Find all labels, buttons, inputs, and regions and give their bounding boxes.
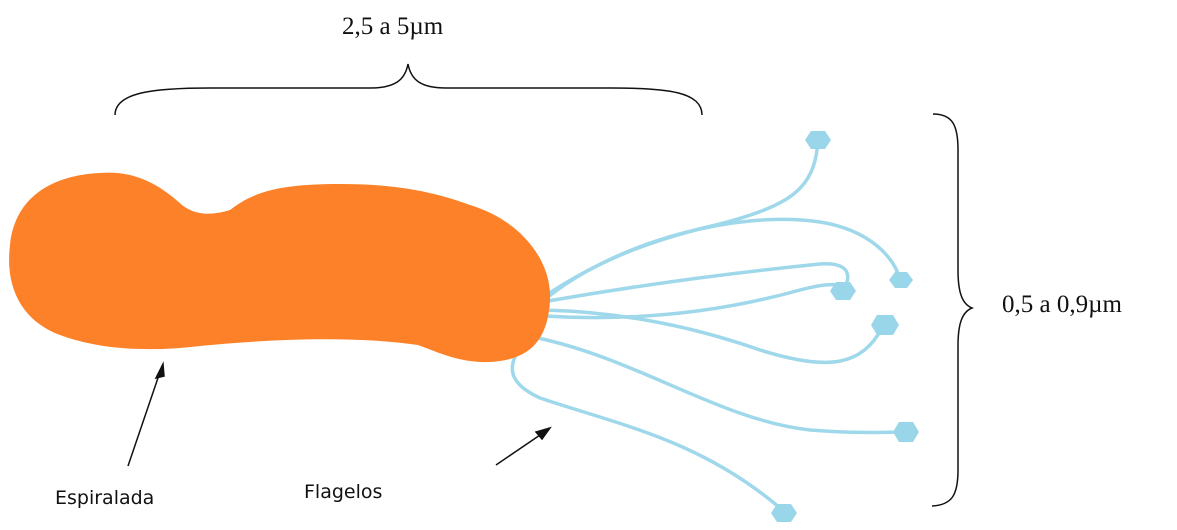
flagella-arrow-head — [536, 428, 550, 439]
length-label: 2,5 a 5µm — [342, 13, 443, 41]
flagella-arrow-line — [496, 433, 543, 465]
flagellum-tip-6 — [771, 504, 797, 522]
annotation-arrows — [128, 364, 550, 466]
flagellum-tip-4 — [871, 315, 899, 335]
body-shape-label: Espiralada — [55, 487, 154, 509]
body-arrow-line — [128, 372, 160, 466]
flagellum-6 — [538, 338, 906, 433]
flagellum-tip-1 — [805, 131, 831, 149]
flagellum-tip-2 — [889, 272, 913, 288]
body-arrow-head — [156, 364, 164, 378]
width-brace — [932, 114, 972, 506]
flagellum-tip-5 — [893, 422, 919, 442]
flagella-tips — [771, 131, 919, 522]
length-brace — [115, 64, 702, 115]
width-label: 0,5 a 0,9µm — [1002, 291, 1122, 319]
bacterium-body — [9, 173, 550, 362]
flagella-label: Flagelos — [304, 481, 382, 503]
flagella-group — [512, 140, 906, 508]
flagellum-7 — [512, 348, 780, 508]
